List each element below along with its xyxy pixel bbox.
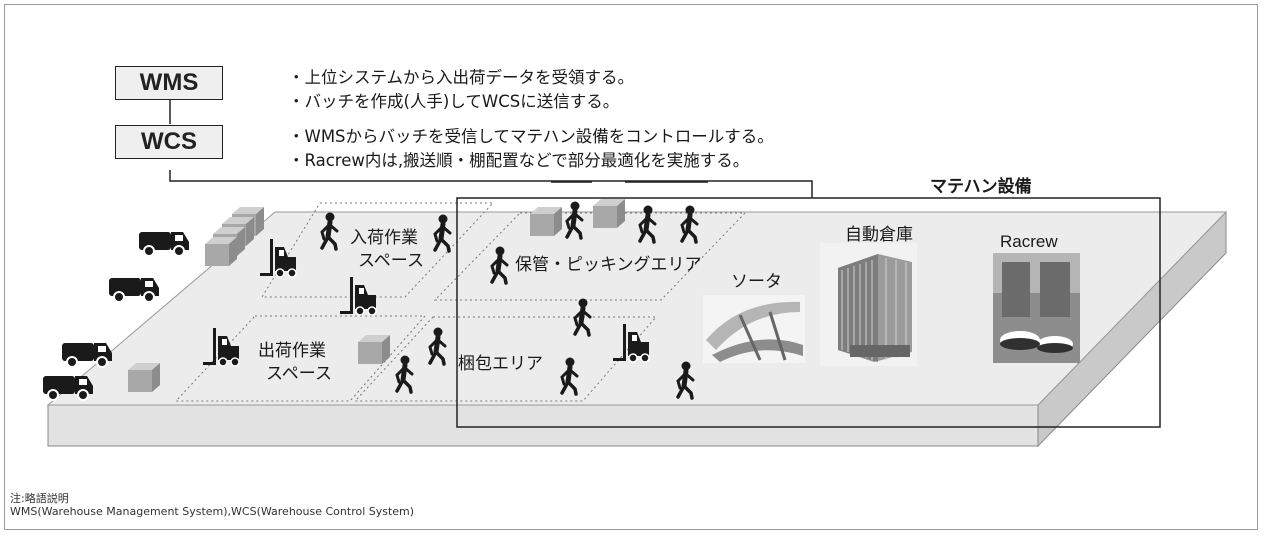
sorter-image	[703, 295, 805, 363]
wcs-bullet-1: WMSからバッチを受信してマテハン設備をコントロールする。	[288, 123, 774, 147]
storage-picking-label: 保管・ピッキングエリア	[515, 255, 702, 275]
wcs-bullet-2: Racrew内は,搬送順・棚配置などで部分最適化を実施する。	[288, 147, 750, 171]
racrew-image	[993, 253, 1080, 363]
wcs-box: WCS	[115, 125, 223, 159]
automated-warehouse-label: 自動倉庫	[845, 225, 913, 245]
outbound-label-1: 出荷作業	[258, 341, 326, 361]
floor-slab	[46, 210, 1228, 448]
packing-label: 梱包エリア	[458, 354, 543, 374]
outbound-label-2: スペース	[266, 364, 332, 384]
sorter-label: ソータ	[731, 272, 782, 292]
wms-box: WMS	[115, 66, 223, 100]
automated-warehouse-image	[820, 243, 917, 366]
wcs-connector-line	[169, 170, 813, 198]
wms-bullet-1: 上位システムから入出荷データを受領する。	[288, 64, 635, 88]
material-handling-label: マテハン設備	[930, 177, 1032, 197]
material-handling-boundary	[456, 197, 1161, 428]
inbound-label-1: 入荷作業	[350, 228, 418, 248]
racrew-label: Racrew	[1000, 232, 1058, 251]
inbound-label-2: スペース	[358, 251, 424, 271]
note-title: 注:略語説明	[10, 492, 69, 505]
note-text: WMS(Warehouse Management System),WCS(War…	[10, 505, 415, 518]
wms-bullet-2: バッチを作成(人手)してWCSに送信する。	[288, 88, 620, 112]
